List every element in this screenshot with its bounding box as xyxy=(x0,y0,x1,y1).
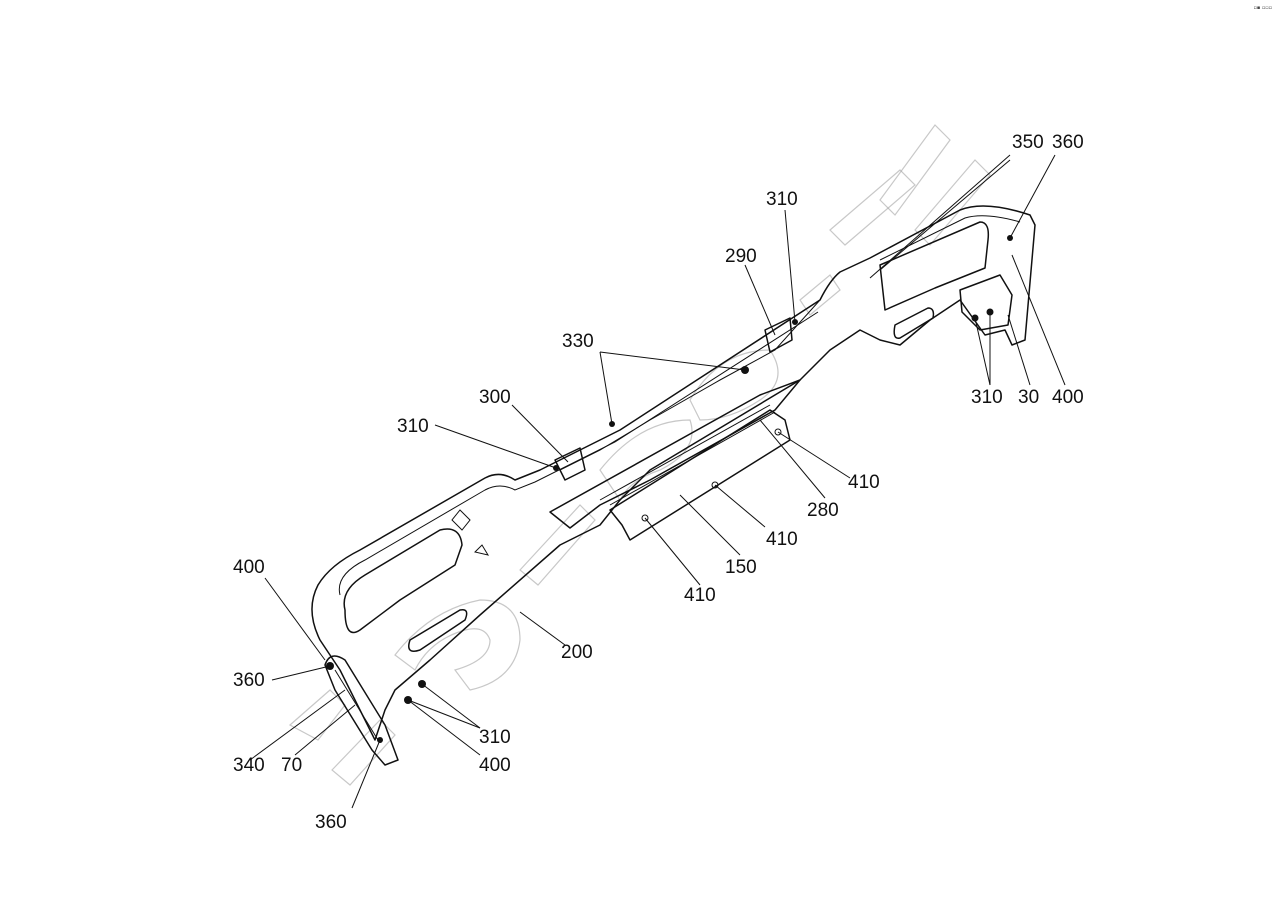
corner-mark-icon: ▫▪ ▫▫▫ xyxy=(1253,5,1272,11)
fasteners xyxy=(326,235,1013,743)
callout-400-right: 400 xyxy=(1052,387,1084,408)
callout-400-left: 400 xyxy=(233,557,265,578)
lower-plate xyxy=(609,409,791,541)
left-lamp-recess xyxy=(343,509,490,652)
callout-310-right: 310 xyxy=(971,387,1003,408)
callout-300: 300 xyxy=(479,387,511,408)
leader-lines xyxy=(249,154,1066,809)
callout-70: 70 xyxy=(281,755,302,776)
callout-280: 280 xyxy=(807,500,839,521)
callout-labels: 350 360 310 290 330 300 310 310 30 400 4… xyxy=(233,132,1084,833)
bumper-body xyxy=(311,205,1036,741)
callout-310-bottom: 310 xyxy=(479,727,511,748)
callout-30: 30 xyxy=(1018,387,1039,408)
callout-290: 290 xyxy=(725,246,757,267)
callout-350: 350 xyxy=(1012,132,1044,153)
callout-360-bottom: 360 xyxy=(315,812,347,833)
center-grille xyxy=(549,317,801,529)
callout-310-left: 310 xyxy=(397,416,429,437)
right-lamp-recess xyxy=(879,221,1013,339)
callout-360-top: 360 xyxy=(1052,132,1084,153)
callout-360-left: 360 xyxy=(233,670,265,691)
left-end-cap xyxy=(324,655,399,766)
callout-340: 340 xyxy=(233,755,265,776)
callout-310-top: 310 xyxy=(766,189,798,210)
callout-330: 330 xyxy=(562,331,594,352)
callout-200: 200 xyxy=(561,642,593,663)
callout-410-c: 410 xyxy=(684,585,716,606)
watermark-logo xyxy=(288,124,991,786)
callout-410-a: 410 xyxy=(848,472,880,493)
callout-150: 150 xyxy=(725,557,757,578)
callout-400-bottom: 400 xyxy=(479,755,511,776)
callout-410-b: 410 xyxy=(766,529,798,550)
